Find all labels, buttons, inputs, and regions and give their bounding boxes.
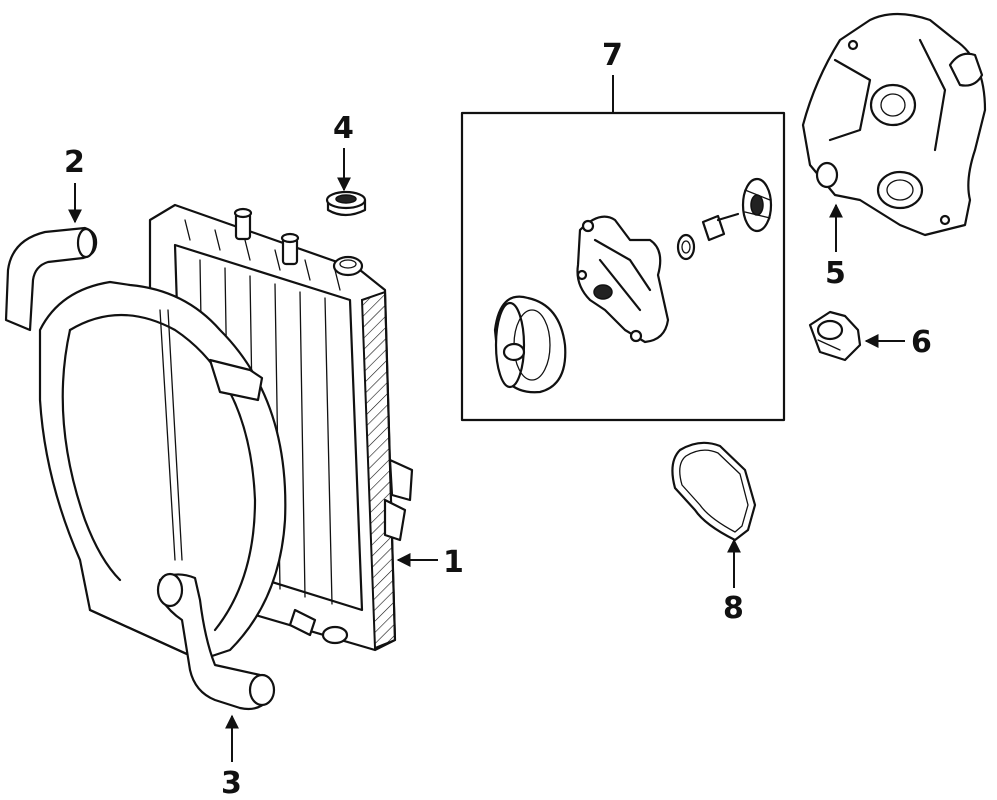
water-pump-gasket-part[interactable] (671, 441, 757, 542)
callout-8: 8 (723, 591, 744, 626)
leader-lines (68, 75, 905, 762)
pump-body-part[interactable] (576, 215, 670, 344)
callout-3: 3 (221, 766, 242, 800)
radiator-cap-part[interactable] (325, 190, 367, 217)
callout-7: 7 (602, 38, 623, 73)
pump-pulley-part[interactable] (493, 295, 567, 394)
callout-labels: 1 2 3 4 5 6 7 8 (64, 38, 932, 800)
pump-seal-part[interactable] (676, 233, 696, 261)
lower-hose-part[interactable] (156, 572, 276, 711)
upper-hose-part[interactable] (4, 226, 98, 332)
callout-5: 5 (825, 256, 846, 291)
callout-4: 4 (333, 111, 354, 146)
pump-shaft-part[interactable] (701, 212, 740, 242)
thermostat-housing-part[interactable] (808, 310, 862, 362)
pump-impeller-part[interactable] (741, 177, 773, 233)
fan-shroud-part[interactable] (38, 280, 287, 662)
callout-1: 1 (443, 545, 464, 580)
timing-cover-part[interactable] (801, 12, 987, 237)
callout-6: 6 (911, 325, 932, 360)
callout-2: 2 (64, 145, 85, 180)
water-pump-assembly-box (460, 111, 786, 422)
